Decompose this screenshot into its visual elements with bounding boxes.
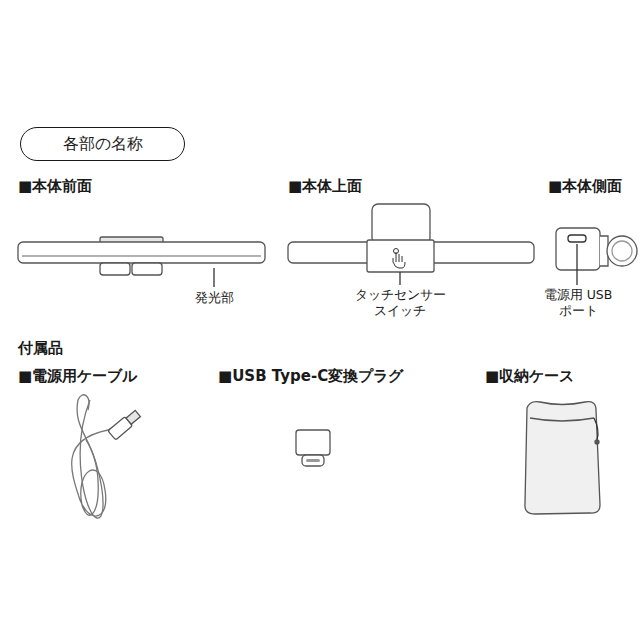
heading-text: 各部の名称	[63, 134, 143, 155]
heading-pill: 各部の名称	[20, 127, 185, 161]
side-housing	[556, 228, 600, 270]
bar-end	[607, 236, 637, 266]
accessory-name: ■USB Type-C変換プラグ	[218, 367, 403, 386]
leader-line	[576, 244, 577, 285]
clamp-foot	[100, 263, 130, 275]
power-cable	[72, 395, 113, 518]
section-heading: ■本体前面	[18, 177, 92, 196]
part-name: 電源用 USBポート	[540, 287, 616, 318]
part-name: 発光部	[179, 290, 249, 306]
section-heading: 付属品	[18, 339, 63, 358]
light-bar-front	[18, 242, 265, 263]
accessory-name: ■収納ケース	[485, 367, 574, 386]
leader-line	[213, 268, 214, 287]
section-heading: ■本体側面	[548, 177, 622, 196]
usb-port	[568, 235, 586, 242]
storage-pouch	[525, 402, 600, 514]
usb-c-adapter	[296, 430, 330, 466]
accessory-name: ■電源用ケーブル	[18, 367, 137, 386]
part-name: タッチセンサー スイッチ	[348, 287, 452, 318]
leader-line	[399, 272, 400, 285]
touch-housing	[367, 240, 434, 272]
clamp-foot	[132, 263, 162, 275]
section-heading: ■本体上面	[288, 177, 362, 196]
clamp-plate	[372, 204, 430, 244]
usb-plug	[108, 409, 142, 440]
finger-icon	[393, 249, 405, 269]
